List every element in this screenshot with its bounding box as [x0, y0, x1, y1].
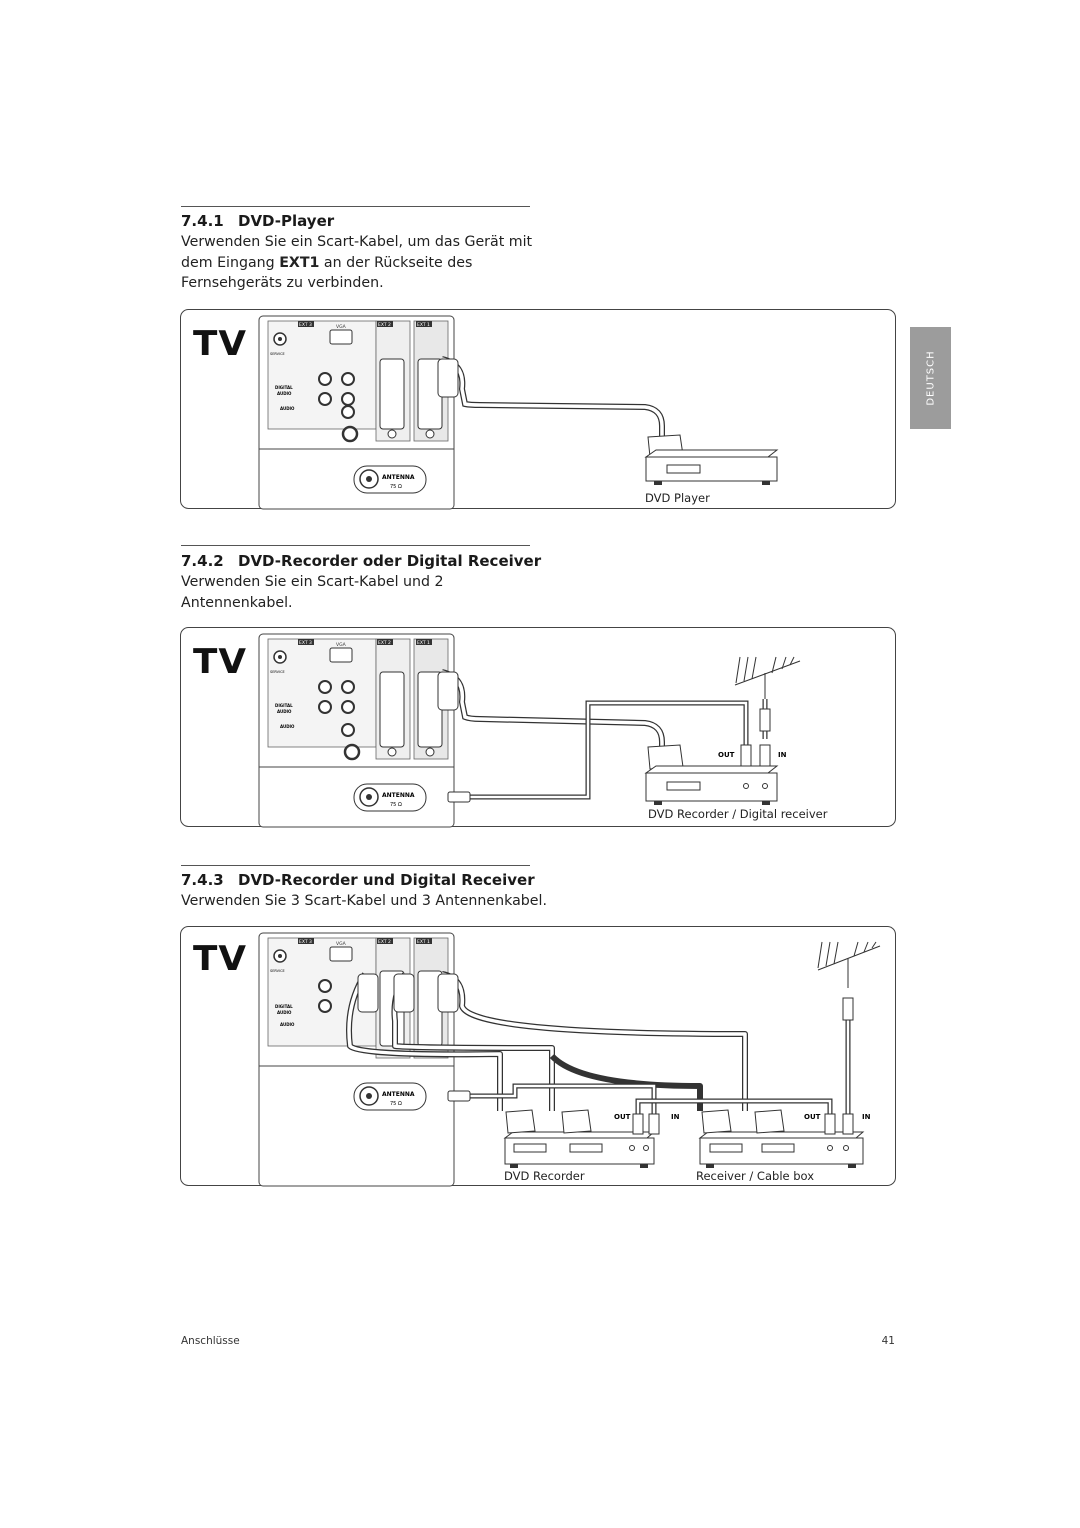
svg-text:IN: IN: [862, 1113, 871, 1121]
svg-text:AUDIO: AUDIO: [277, 391, 292, 396]
svg-text:SERVICE: SERVICE: [270, 670, 285, 674]
language-tab-label: DEUTSCH: [925, 350, 936, 406]
svg-text:SERVICE: SERVICE: [270, 969, 285, 973]
diagram-dvd-recorder-and-receiver: EXT 3 EXT 2 EXT 1 VGA SERVICE DIGITAL AU…: [180, 926, 896, 1187]
device-caption: DVD Player: [645, 491, 710, 505]
svg-text:ANTENNA: ANTENNA: [382, 474, 415, 481]
tv-back-panel: EXT 3 EXT 2 EXT 1 VGA SERVICE DIGITAL AU…: [258, 315, 455, 510]
svg-text:SERVICE: SERVICE: [270, 352, 285, 356]
tv-back-panel: EXT 3 EXT 2 EXT 1 VGA SERVICE DIGITAL AU…: [258, 932, 455, 1187]
section-heading-7-4-1: 7.4.1 DVD-Player: [181, 212, 334, 230]
device-caption: Receiver / Cable box: [696, 1169, 815, 1183]
ext1-term: EXT1: [279, 254, 320, 271]
body-line: dem Eingang EXT1 an der Rückseite des: [181, 254, 473, 271]
svg-text:AUDIO: AUDIO: [280, 1022, 295, 1027]
section-heading-7-4-3: 7.4.3 DVD-Recorder und Digital Receiver: [181, 871, 535, 889]
svg-text:EXT 3: EXT 3: [299, 640, 312, 646]
section-body-7-4-1: Verwenden Sie ein Scart-Kabel, um das Ge…: [181, 232, 532, 294]
svg-text:EXT 1: EXT 1: [417, 322, 430, 328]
section-title: DVD-Player: [238, 212, 335, 230]
svg-text:VGA: VGA: [336, 941, 347, 947]
section-divider: [181, 865, 530, 866]
svg-text:IN: IN: [778, 751, 787, 759]
tv-label: TV: [193, 642, 248, 682]
section-title: DVD-Recorder oder Digital Receiver: [238, 552, 542, 570]
svg-text:VGA: VGA: [336, 324, 347, 330]
dvd-recorder-device: [644, 765, 779, 805]
section-heading-7-4-2: 7.4.2 DVD-Recorder oder Digital Receiver: [181, 552, 541, 570]
svg-text:AUDIO: AUDIO: [280, 724, 295, 729]
antenna-symbol: [734, 656, 801, 699]
svg-text:DIGITAL: DIGITAL: [275, 385, 293, 390]
svg-text:EXT 2: EXT 2: [378, 939, 391, 945]
svg-text:EXT 1: EXT 1: [417, 640, 430, 646]
device-caption: DVD Recorder: [504, 1169, 585, 1183]
body-line: Verwenden Sie 3 Scart-Kabel und 3 Antenn…: [181, 893, 547, 909]
svg-text:OUT: OUT: [804, 1113, 821, 1121]
section-number: 7.4.3: [181, 871, 224, 889]
svg-text:EXT 2: EXT 2: [378, 640, 391, 646]
svg-text:EXT 3: EXT 3: [299, 322, 312, 328]
svg-text:AUDIO: AUDIO: [277, 709, 292, 714]
diagram-dvd-player: EXT 3 EXT 2 EXT 1 VGA SERVICE DIGITAL AU…: [180, 309, 896, 510]
tv-label: TV: [193, 324, 248, 364]
svg-text:75 Ω: 75 Ω: [390, 484, 402, 490]
page-number: 41: [881, 1335, 895, 1347]
svg-text:75 Ω: 75 Ω: [390, 802, 402, 808]
tv-label: TV: [193, 939, 248, 979]
section-number: 7.4.2: [181, 552, 224, 570]
svg-text:75 Ω: 75 Ω: [390, 1101, 402, 1107]
svg-text:DIGITAL: DIGITAL: [275, 703, 293, 708]
receiver-device: OUT IN: [698, 1109, 871, 1168]
svg-text:IN: IN: [671, 1113, 680, 1121]
body-line: Antennenkabel.: [181, 594, 293, 611]
language-tab[interactable]: DEUTSCH: [910, 327, 951, 429]
svg-text:AUDIO: AUDIO: [280, 406, 295, 411]
tv-back-panel: EXT 3 EXT 2 EXT 1 VGA SERVICE DIGITAL AU…: [258, 633, 455, 828]
diagram-dvd-recorder-or-receiver: EXT 3 EXT 2 EXT 1 VGA SERVICE DIGITAL AU…: [180, 627, 896, 828]
section-body-7-4-3: Verwenden Sie 3 Scart-Kabel und 3 Antenn…: [181, 891, 547, 912]
svg-text:OUT: OUT: [614, 1113, 631, 1121]
section-divider: [181, 206, 530, 207]
body-line: Verwenden Sie ein Scart-Kabel, um das Ge…: [181, 234, 533, 250]
section-title: DVD-Recorder und Digital Receiver: [238, 871, 535, 889]
antenna-symbol: [817, 941, 881, 988]
diagram-3-drawing: EXT 3 EXT 2 EXT 1 VGA SERVICE DIGITAL AU…: [180, 926, 896, 1187]
body-line: Verwenden Sie ein Scart-Kabel und 2: [181, 574, 444, 590]
body-line: Fernsehgeräts zu verbinden.: [181, 275, 384, 291]
footer-section-name: Anschlüsse: [181, 1335, 240, 1347]
dvd-player-device: [644, 449, 779, 485]
svg-text:ANTENNA: ANTENNA: [382, 1091, 415, 1098]
svg-text:EXT 3: EXT 3: [299, 939, 312, 945]
device-caption: DVD Recorder / Digital receiver: [648, 807, 828, 821]
dvd-recorder-device: OUT IN: [503, 1109, 680, 1168]
svg-text:EXT 2: EXT 2: [378, 322, 391, 328]
section-number: 7.4.1: [181, 212, 224, 230]
section-body-7-4-2: Verwenden Sie ein Scart-Kabel und 2 Ante…: [181, 572, 444, 613]
svg-text:ANTENNA: ANTENNA: [382, 792, 415, 799]
svg-text:VGA: VGA: [336, 642, 347, 648]
svg-text:AUDIO: AUDIO: [277, 1010, 292, 1015]
diagram-1-drawing: EXT 3 EXT 2 EXT 1 VGA SERVICE DIGITAL AU…: [180, 309, 896, 510]
diagram-2-drawing: EXT 3 EXT 2 EXT 1 VGA SERVICE DIGITAL AU…: [180, 627, 896, 828]
svg-text:EXT 1: EXT 1: [417, 939, 430, 945]
section-divider: [181, 545, 530, 546]
svg-text:OUT: OUT: [718, 751, 735, 759]
svg-text:DIGITAL: DIGITAL: [275, 1004, 293, 1009]
